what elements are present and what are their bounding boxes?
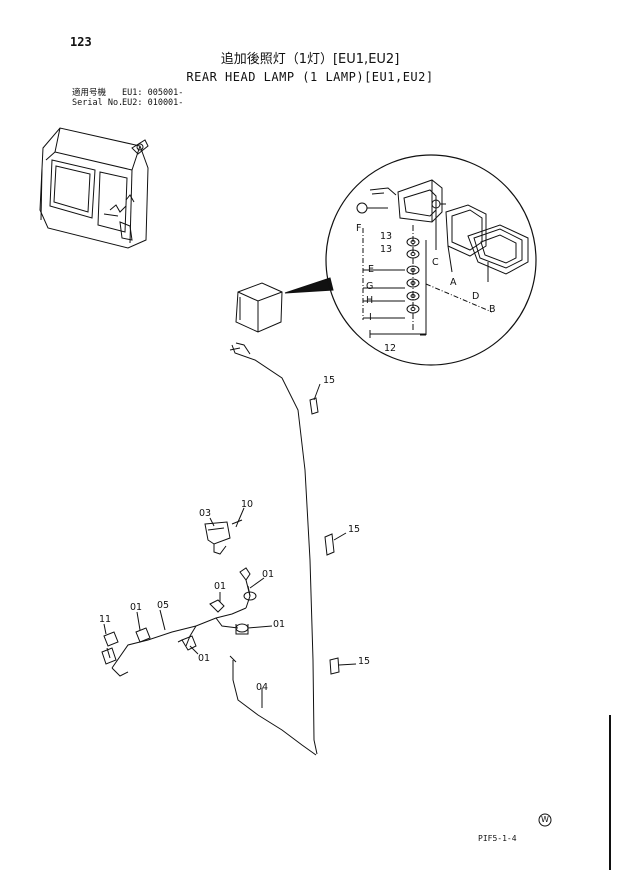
page-title-en: REAR HEAD LAMP (1 LAMP)[EU1,EU2] [186, 70, 434, 84]
detail-label-f: F [356, 223, 362, 234]
part-label-11: 11 [99, 614, 112, 625]
detail-label-a: A [450, 277, 457, 288]
page-title-jp: 追加後照灯（1灯）[EU1,EU2] [220, 52, 400, 67]
part-label-15-top: 15 [323, 375, 336, 386]
detail-label-c: C [432, 257, 439, 268]
page-number: 123 [70, 35, 92, 49]
w-mark-circle [538, 813, 552, 827]
lamp-exploded-detail [356, 179, 529, 338]
serial-label-jp: 適用号機 [72, 88, 107, 98]
part-label-01-right: 01 [273, 619, 286, 630]
w-mark: W [541, 815, 549, 824]
part-label-04: 04 [256, 682, 269, 693]
part-label-01-mid: 01 [214, 581, 227, 592]
detail-circle [325, 154, 537, 366]
page-code: PIF5-1-4 [478, 834, 517, 843]
harness-wiring [106, 342, 318, 756]
detail-label-g: G [366, 281, 374, 292]
cab-sketch [39, 127, 149, 249]
part-leaders [103, 383, 357, 708]
serial-eu1: EU1: 005001- [122, 88, 184, 98]
part-label-15-bottom: 15 [358, 656, 371, 667]
detail-label-12: 12 [384, 343, 397, 354]
connector-components [101, 397, 340, 675]
part-label-01-lower: 01 [198, 653, 211, 664]
part-label-01-top: 01 [262, 569, 275, 580]
detail-label-e: E [368, 264, 375, 275]
detail-label-d: D [472, 291, 480, 302]
detail-label-h: H [366, 295, 374, 306]
serial-label-en: Serial No. [72, 98, 124, 108]
part-label-05: 05 [157, 600, 170, 611]
detail-label-b: B [489, 304, 496, 315]
part-label-01-left: 01 [130, 602, 143, 613]
part-label-10: 10 [241, 499, 254, 510]
detail-label-13b: 13 [380, 244, 393, 255]
lamp-icon [235, 282, 283, 333]
serial-eu2: EU2: 010001- [122, 98, 184, 108]
detail-leader-wedge [284, 277, 334, 294]
part-label-15-mid: 15 [348, 524, 361, 535]
detail-label-i: I [369, 312, 372, 323]
part-label-03: 03 [199, 508, 212, 519]
detail-label-13a: 13 [380, 231, 393, 242]
